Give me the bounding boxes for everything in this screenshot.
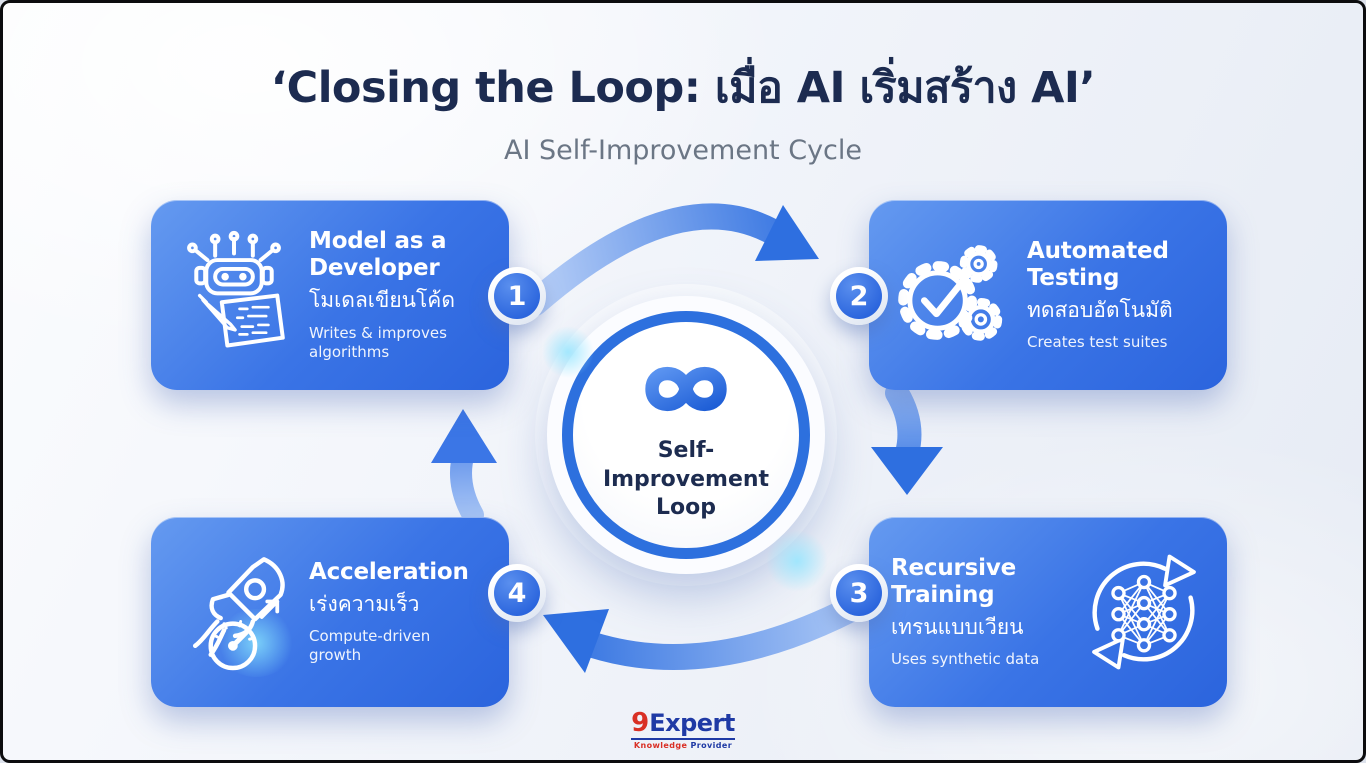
logo-name: Expert xyxy=(649,709,735,737)
card-title: Recursive Training xyxy=(891,554,1017,608)
step-badge-2: 2 xyxy=(830,267,888,325)
header: ‘Closing the Loop: เมื่อ AI เริ่มสร้าง A… xyxy=(3,53,1363,166)
card-description: Uses synthetic data xyxy=(891,650,1040,669)
card-title-thai: เทรนแบบเวียน xyxy=(891,614,1024,639)
step-badge-4: 4 xyxy=(488,564,546,622)
hub-ring: Self-Improvement Loop xyxy=(562,311,810,559)
card-description: Creates test suites xyxy=(1027,333,1168,352)
rocket-speedometer-icon xyxy=(173,547,295,677)
card-title-thai: เร่งความเร็ว xyxy=(309,591,420,616)
robot-coding-icon xyxy=(173,230,295,360)
gears-checkmark-icon xyxy=(891,230,1013,360)
card-acceleration: Acceleration เร่งความเร็ว Compute-driven… xyxy=(151,517,509,707)
step-number: 4 xyxy=(494,570,540,616)
card-recursive-training: Recursive Training เทรนแบบเวียน Uses syn… xyxy=(869,517,1227,707)
card-description: Compute-driven growth xyxy=(309,626,431,665)
page-subtitle: AI Self-Improvement Cycle xyxy=(503,135,863,166)
9expert-logo: 9Expert Knowledge Provider xyxy=(3,710,1363,750)
self-improvement-loop-hub: Self-Improvement Loop xyxy=(547,296,825,574)
step-number: 1 xyxy=(494,273,540,319)
step-badge-1: 1 xyxy=(488,267,546,325)
page-title: ‘Closing the Loop: เมื่อ AI เริ่มสร้าง A… xyxy=(270,63,1096,113)
tagline-knowledge: Knowledge xyxy=(633,741,688,750)
logo-tagline: Knowledge Provider xyxy=(3,742,1363,750)
arrow-step3-to-step4-icon xyxy=(543,596,864,673)
card-automated-testing: Automated Testing ทดสอบอัตโนมัติ Creates… xyxy=(869,200,1227,390)
hub-label: Self-Improvement Loop xyxy=(602,438,770,521)
card-title-thai: โมเดลเขียนโค้ด xyxy=(309,288,455,313)
tagline-provider: Provider xyxy=(690,741,733,750)
9expert-logo-text: 9Expert xyxy=(631,710,735,740)
neural-network-refresh-icon xyxy=(1083,547,1205,677)
step-number: 2 xyxy=(836,273,882,319)
arrow-step1-to-step2-icon xyxy=(522,203,819,316)
infinity-icon xyxy=(645,367,727,412)
card-title: Acceleration xyxy=(309,558,469,585)
step-badge-3: 3 xyxy=(830,564,888,622)
logo-prefix: 9 xyxy=(631,708,650,738)
card-title: Automated Testing xyxy=(1027,237,1169,291)
arrow-step4-to-step1-icon xyxy=(431,409,497,526)
step-number: 3 xyxy=(836,570,882,616)
card-title-thai: ทดสอบอัตโนมัติ xyxy=(1027,297,1173,322)
card-title: Model as a Developer xyxy=(309,228,447,282)
card-description: Writes & improves algorithms xyxy=(309,323,447,361)
card-model-as-developer: Model as a Developer โมเดลเขียนโค้ด Writ… xyxy=(151,200,509,390)
arrow-step2-to-step3-icon xyxy=(871,381,943,495)
